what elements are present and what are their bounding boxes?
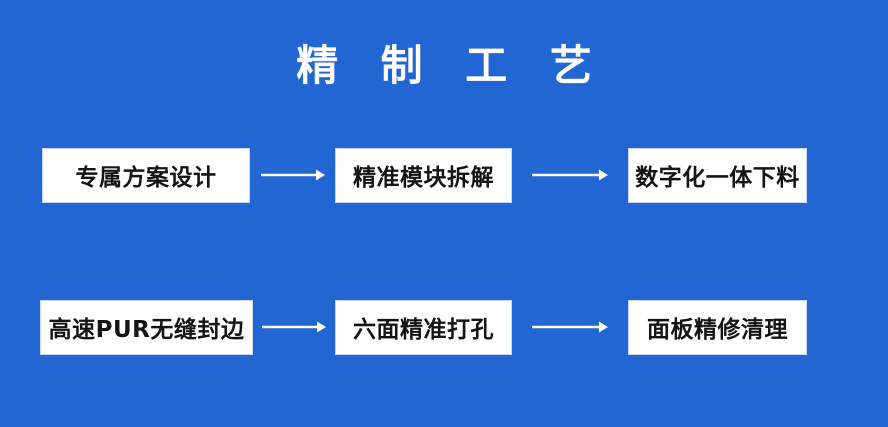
step-box-3[interactable]: 数字化一体下料: [628, 147, 807, 203]
step-box-5[interactable]: 六面精准打孔: [335, 299, 512, 355]
arrow-right-icon: [512, 148, 628, 203]
flow-row-1: 专属方案设计 精准模块拆解 数字化一体下料: [0, 147, 888, 203]
flow-row-2: 高速PUR无缝封边 六面精准打孔 面板精修清理: [0, 299, 888, 355]
step-box-4[interactable]: 高速PUR无缝封边: [40, 299, 253, 355]
step-box-1[interactable]: 专属方案设计: [42, 147, 250, 203]
step-box-2[interactable]: 精准模块拆解: [335, 147, 512, 203]
arrow-right-icon: [253, 300, 335, 355]
step-box-6[interactable]: 面板精修清理: [628, 299, 807, 355]
arrow-right-icon: [250, 148, 335, 203]
page-title: 精 制 工 艺: [296, 41, 606, 90]
arrow-right-icon: [512, 300, 628, 355]
